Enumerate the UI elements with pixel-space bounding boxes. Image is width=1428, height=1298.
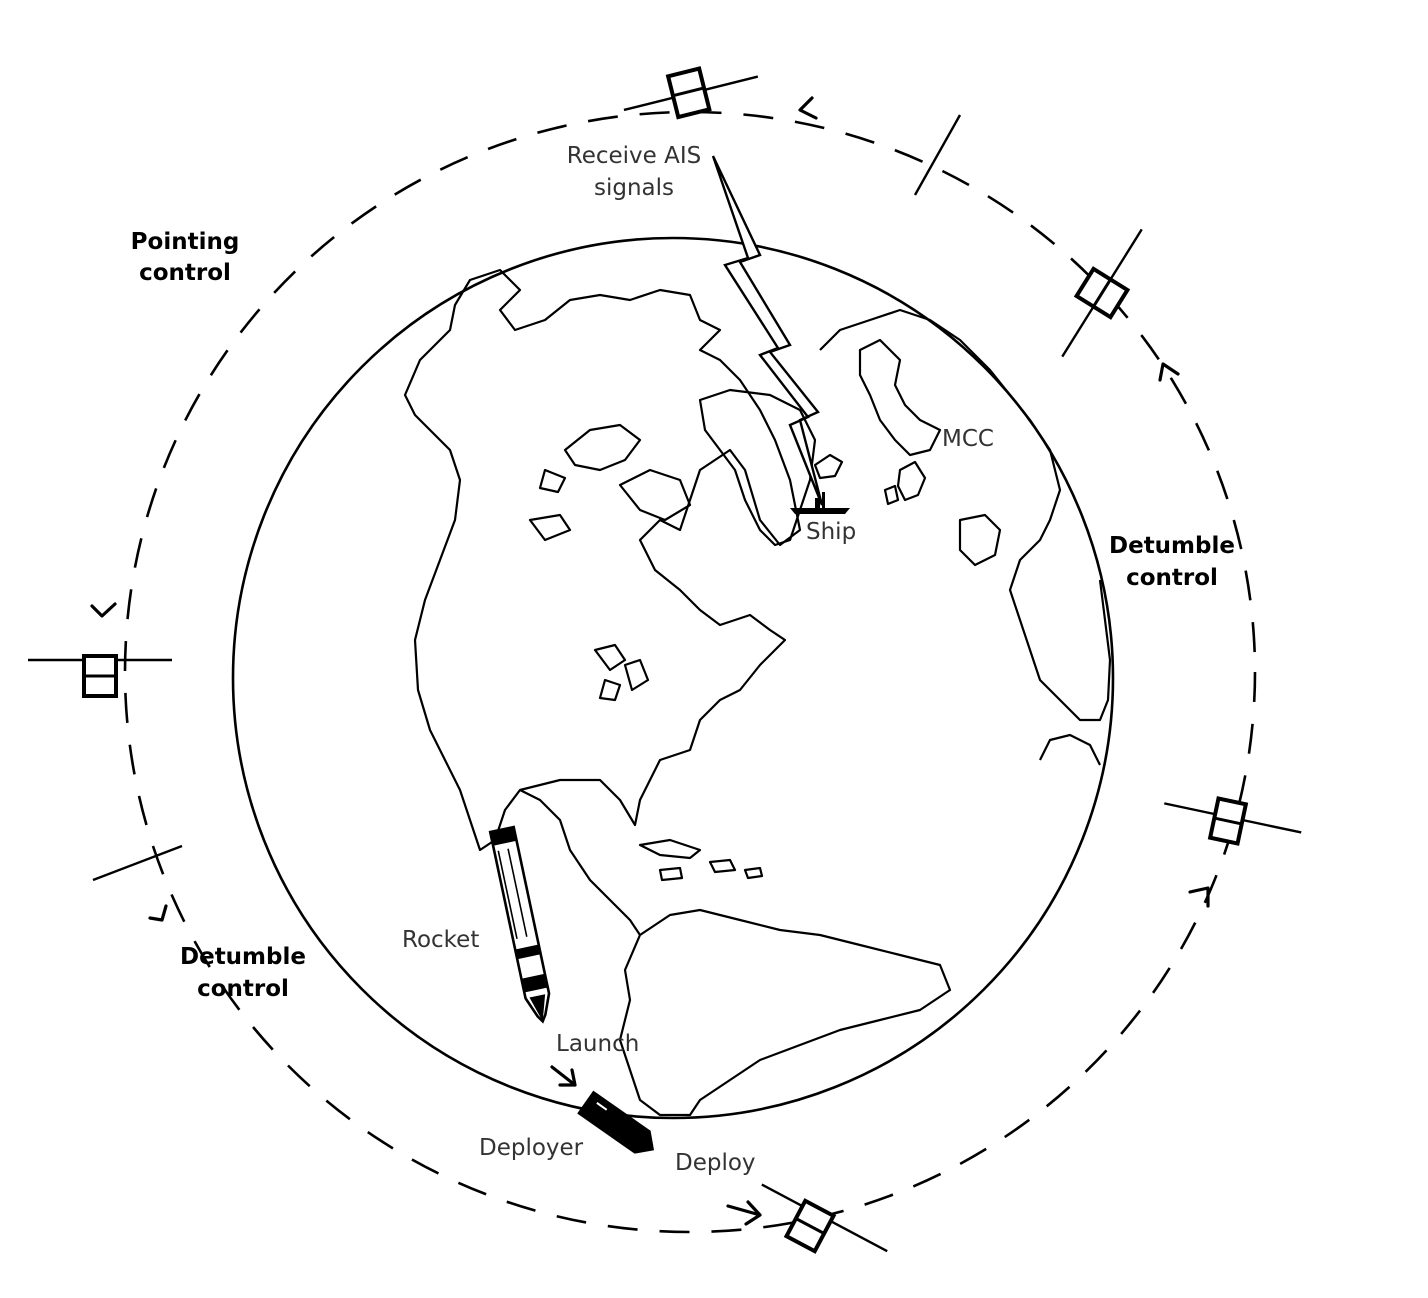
british-isles	[883, 460, 927, 506]
direction-arrow-icon	[726, 1200, 762, 1226]
label-pointing: Pointing	[131, 229, 240, 255]
satellite-icon	[761, 1183, 888, 1254]
north-america	[403, 268, 802, 852]
label-detumble-left: Detumble	[180, 944, 306, 970]
label-deployer: Deployer	[479, 1135, 584, 1161]
satellite-icon	[1164, 796, 1302, 846]
label-rocket: Rocket	[402, 927, 479, 953]
label-deploy: Deploy	[675, 1150, 756, 1176]
satellite-icon	[623, 66, 759, 120]
arctic-islands	[528, 423, 692, 542]
earth-globe-icon	[231, 236, 1115, 1120]
label-signals: signals	[594, 175, 674, 201]
central-america	[519, 789, 641, 936]
great-lakes	[593, 643, 650, 702]
satellite-icon	[28, 654, 172, 698]
label-detumble-right-control: control	[1126, 565, 1218, 591]
label-detumble-left-control: control	[197, 976, 289, 1002]
orbit-tick	[913, 114, 962, 196]
direction-arrow-icon	[550, 1065, 577, 1087]
caribbean-islands	[638, 838, 764, 882]
label-mcc: MCC	[942, 426, 994, 452]
satellite-icon	[1061, 228, 1143, 358]
iceland	[813, 453, 844, 480]
label-pointing-control: control	[139, 260, 231, 286]
ship-icon	[790, 492, 850, 514]
label-ship: Ship	[806, 519, 856, 545]
label-receive-ais: Receive AIS	[567, 143, 701, 169]
scandinavia	[858, 338, 942, 457]
south-america	[618, 908, 952, 1117]
orbit-path	[123, 110, 1257, 1234]
greenland	[698, 388, 817, 547]
orbit-tick	[92, 844, 183, 882]
direction-arrow-icon	[798, 96, 818, 120]
rocket-icon	[488, 825, 551, 1024]
label-detumble-right: Detumble	[1109, 533, 1235, 559]
direction-arrow-icon	[90, 602, 117, 618]
direction-arrow-icon	[1158, 362, 1180, 382]
label-launch: Launch	[556, 1031, 639, 1057]
europe-africa	[819, 308, 1112, 766]
deployer-icon	[577, 1090, 655, 1154]
direction-arrow-icon	[1188, 886, 1210, 908]
iberia	[958, 513, 1002, 567]
direction-arrow-icon	[148, 904, 168, 922]
